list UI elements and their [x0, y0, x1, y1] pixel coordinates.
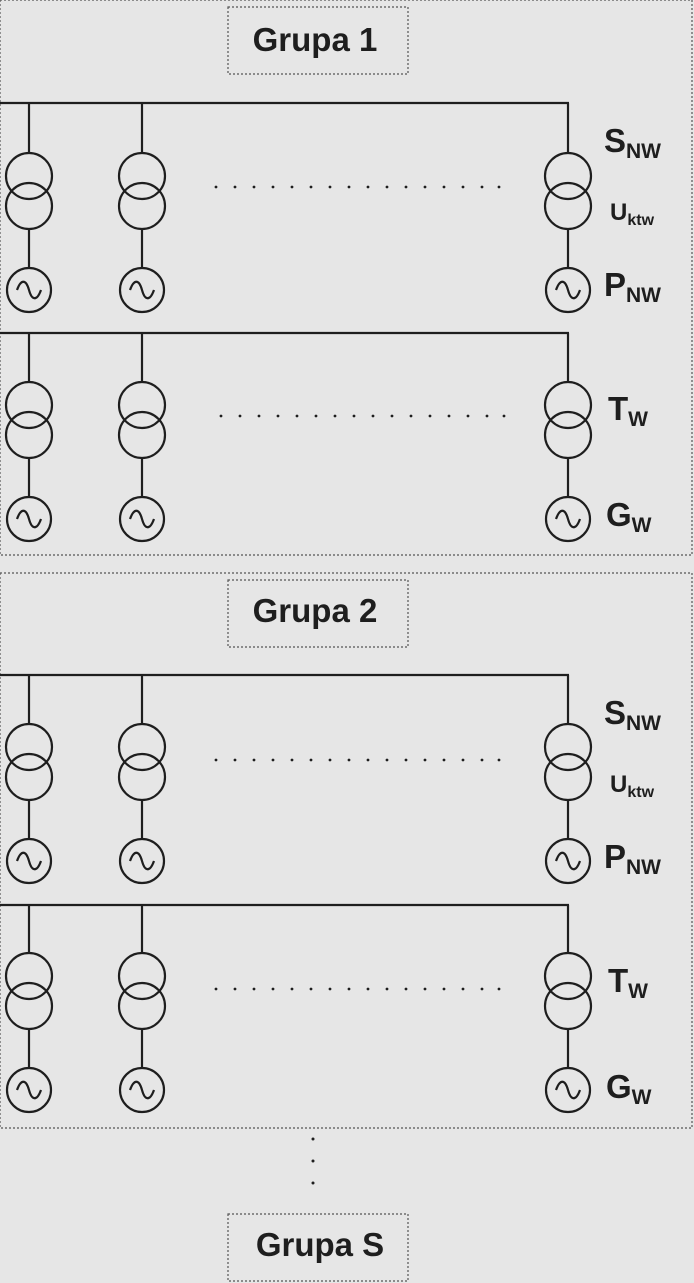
generator-icon: [5, 266, 53, 314]
transformer-icon: [4, 151, 54, 201]
generator-icon: [118, 1066, 166, 1114]
group-s-title-box: [227, 1213, 409, 1282]
label-p-nw: PNW: [604, 266, 661, 307]
transformer-icon: [4, 951, 54, 1001]
group-2-row-1: SNW Uktw PNW: [0, 673, 661, 885]
generator-icon: [544, 1066, 592, 1114]
dotted-continuation: [219, 414, 506, 418]
transformer-icon: [117, 951, 167, 1001]
generator-icon: [5, 837, 53, 885]
dotted-continuation: [214, 758, 501, 762]
unit-column: [543, 333, 593, 543]
unit-column: [543, 675, 593, 885]
unit-column: [4, 905, 54, 1114]
vertical-ellipsis: [311, 1137, 315, 1185]
generator-icon: [544, 837, 592, 885]
transformer-icon: [4, 380, 54, 430]
unit-column: [117, 675, 167, 885]
unit-column: [4, 675, 54, 885]
transformer-icon: [543, 380, 593, 430]
transformer-icon: [117, 722, 167, 772]
group-1: Grupa 1: [0, 0, 693, 556]
unit-column: [117, 333, 167, 543]
group-2: Grupa 2: [0, 572, 693, 1129]
label-u-ktw: Uktw: [610, 199, 655, 229]
label-t-w: TW: [608, 390, 648, 431]
dotted-continuation: [214, 185, 501, 189]
group-2-frame: [0, 572, 693, 1129]
transformer-icon: [543, 722, 593, 772]
transformer-icon: [117, 380, 167, 430]
unit-column: [4, 103, 54, 314]
group-s-title: Grupa S: [256, 1226, 384, 1263]
unit-column: [543, 905, 593, 1114]
label-g-w: GW: [606, 1068, 652, 1109]
generator-icon: [5, 1066, 53, 1114]
group-2-row-2: TW GW: [0, 903, 652, 1114]
generator-icon: [118, 837, 166, 885]
label-g-w: GW: [606, 496, 652, 537]
generator-icon: [118, 266, 166, 314]
unit-column: [4, 333, 54, 543]
generator-icon: [5, 495, 53, 543]
label-u-ktw: Uktw: [610, 771, 655, 801]
unit-column: [117, 905, 167, 1114]
label-s-nw: SNW: [604, 694, 661, 735]
generator-icon: [544, 266, 592, 314]
group-1-title: Grupa 1: [253, 21, 378, 58]
transformer-icon: [4, 722, 54, 772]
transformer-icon: [117, 151, 167, 201]
group-2-title: Grupa 2: [253, 592, 378, 629]
label-p-nw: PNW: [604, 838, 661, 879]
group-1-title-box: [227, 6, 409, 75]
group-1-row-1: SNW Uktw PNW: [0, 101, 661, 314]
label-t-w: TW: [608, 962, 648, 1003]
group-1-row-2: TW GW: [0, 331, 652, 543]
group-1-frame: [0, 0, 693, 556]
group-s: Grupa S: [227, 1213, 409, 1282]
group-2-title-box: [227, 579, 409, 648]
unit-column: [543, 103, 593, 314]
transformer-icon: [543, 951, 593, 1001]
transformer-icon: [543, 151, 593, 201]
label-s-nw: SNW: [604, 122, 661, 163]
unit-column: [117, 103, 167, 314]
generator-icon: [118, 495, 166, 543]
generator-icon: [544, 495, 592, 543]
dotted-continuation: [214, 987, 501, 991]
